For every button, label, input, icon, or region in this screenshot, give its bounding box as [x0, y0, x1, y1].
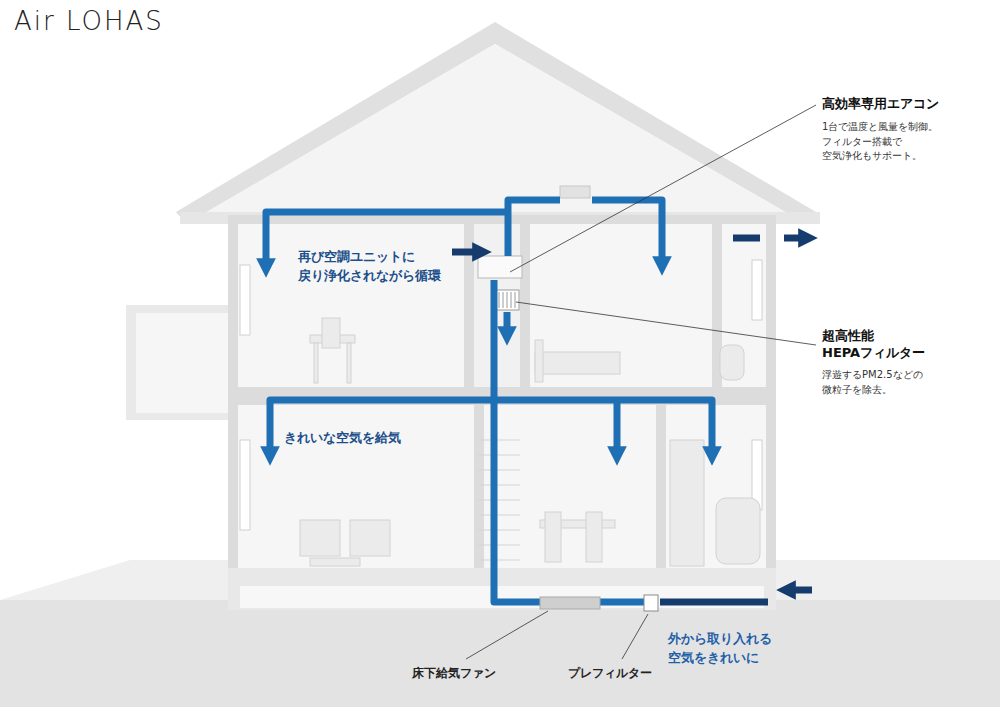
- callout-note: 浮遊するPM2.5などの 微粒子を除去。: [822, 368, 923, 397]
- callout-heading: 高効率専用エアコン: [822, 96, 939, 113]
- brand-title: Air LOHAS: [14, 6, 164, 36]
- flow-note: きれいな空気を給気: [284, 430, 401, 447]
- flow-note: 再び空調ユニットに 戻り浄化されながら循環: [298, 248, 441, 286]
- flow-note: 外から取り入れる 空気をきれいに: [668, 630, 772, 668]
- part-name: プレフィルター: [568, 666, 652, 682]
- callout-heading: 超高性能 HEPAフィルター: [822, 328, 925, 362]
- part-name: 床下給気ファン: [412, 666, 496, 682]
- callout-note: 1台で温度と風量を制御。 フィルター搭載で 空気浄化もサポート。: [822, 120, 938, 164]
